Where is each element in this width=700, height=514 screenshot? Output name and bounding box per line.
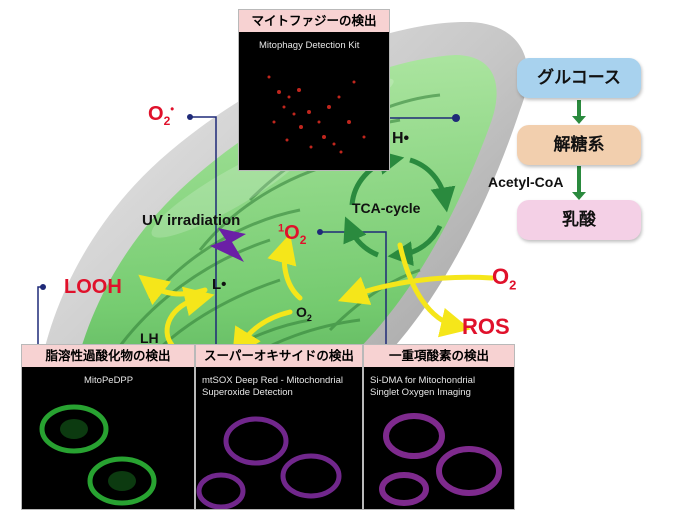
looh-label: LOOH (64, 276, 122, 298)
superoxide-micrograph (196, 416, 342, 509)
arrow-o2-to-inner (337, 274, 495, 305)
mitophagy-micrograph (267, 75, 366, 154)
superoxide-panel: スーパーオキサイドの検出 mtSOX Deep Red - Mitochondr… (195, 344, 363, 510)
superoxide-panel-caption-line2: Superoxide Detection (202, 387, 293, 398)
glucose-box: グルコース (517, 58, 641, 98)
lh-label: LH (140, 330, 159, 346)
connector-superoxide (190, 116, 217, 346)
arrow-o2-to-superoxide (232, 309, 293, 359)
singlet-oxygen-panel-caption-line2: Singlet Oxygen Imaging (370, 387, 471, 398)
l-radical-label: L• (212, 276, 227, 293)
singlet-oxygen-panel-caption-line1: Si-DMA for Mitochondrial (370, 375, 476, 386)
superoxide-panel-title: スーパーオキサイドの検出 (196, 345, 362, 367)
connector-dot-singlet (317, 229, 323, 235)
singlet-oxygen-micrograph (379, 413, 502, 506)
uv-irradiation-label: UV irradiation (142, 212, 241, 229)
arrow-o2-to-singlet (267, 233, 303, 301)
mitophagy-panel: マイトファジーの検出 Mitophagy Detection Kit (238, 9, 390, 171)
o2-center-label: O2 (296, 304, 312, 323)
h-radical-label: H• (392, 130, 410, 147)
o2-right-label: O2 (492, 264, 517, 293)
connector-dot-mitophagy (452, 114, 460, 122)
tca-cycle-label: TCA-cycle (352, 200, 421, 216)
lipid-peroxide-micrograph (39, 404, 157, 506)
lipid-peroxide-panel: 脂溶性過酸化物の検出 MitoPeDPP (21, 344, 195, 510)
arrow-lh-to-lradical (164, 286, 215, 348)
acetyl-coa-label: Acetyl-CoA (488, 174, 564, 190)
superoxide-label: O2• (148, 103, 175, 128)
lactate-box: 乳酸 (517, 200, 641, 240)
lipid-peroxide-panel-title: 脂溶性過酸化物の検出 (22, 345, 194, 367)
connector-dot-lipid (40, 284, 46, 290)
connector-singlet (320, 231, 387, 346)
glycolysis-box: 解糖系 (517, 125, 641, 165)
uv-flash-icon (210, 228, 246, 262)
lipid-peroxide-panel-caption: MitoPeDPP (84, 375, 134, 386)
mitophagy-panel-title: マイトファジーの検出 (239, 10, 389, 32)
mitophagy-panel-caption: Mitophagy Detection Kit (259, 40, 360, 51)
superoxide-panel-caption-line1: mtSOX Deep Red - Mitochondrial (202, 375, 343, 386)
singlet-oxygen-panel: 一重項酸素の検出 Si-DMA for Mitochondrial Single… (363, 344, 515, 510)
singlet-oxygen-panel-title: 一重項酸素の検出 (364, 345, 514, 367)
connector-dot-superoxide (187, 114, 193, 120)
singlet-oxygen-label: 1O2 (278, 222, 307, 247)
arrow-inner-to-ros (397, 242, 471, 338)
ros-label: ROS (462, 314, 510, 339)
